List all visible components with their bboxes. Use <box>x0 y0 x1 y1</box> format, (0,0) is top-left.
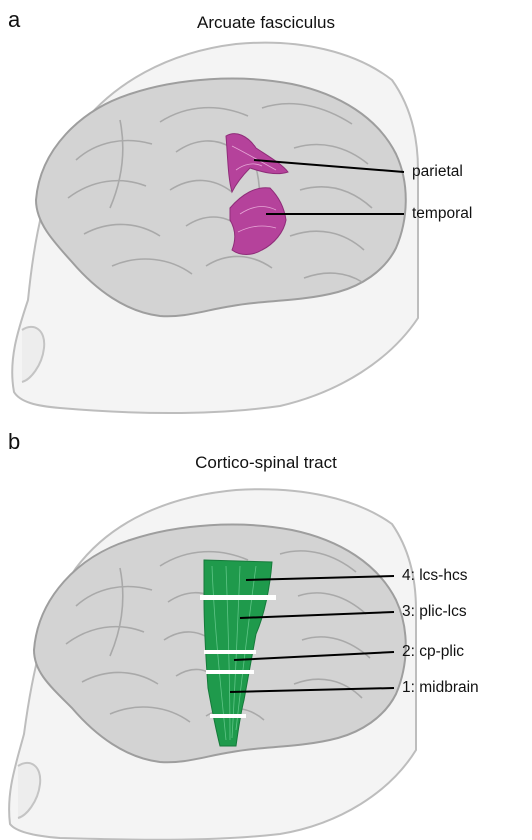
brain <box>36 79 406 317</box>
label-temporal: temporal <box>412 206 472 222</box>
segment-boundary <box>210 714 246 718</box>
label-plic-lcs: 3: plic-lcs <box>402 604 467 620</box>
panel-a: a Arcuate fasciculus <box>0 0 532 420</box>
panel-b: b Cortico-spinal tract <box>0 420 532 840</box>
segment-boundary <box>204 650 256 654</box>
label-midbrain: 1: midbrain <box>402 680 479 696</box>
label-cp-plic: 2: cp-plic <box>402 644 464 660</box>
brain-render-corticospinal <box>0 420 532 840</box>
segment-boundary <box>200 595 276 600</box>
label-parietal: parietal <box>412 164 463 180</box>
label-lcs-hcs: 4: lcs-hcs <box>402 568 467 584</box>
segment-boundary <box>206 670 254 674</box>
